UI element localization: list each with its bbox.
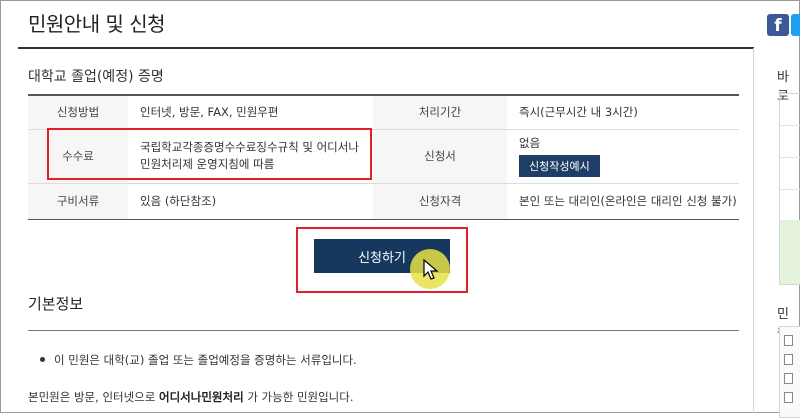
form-sample-button[interactable]: 신청작성예시 bbox=[519, 155, 600, 177]
sidebar-link[interactable] bbox=[780, 94, 800, 126]
basic-info-bullet: 이 민원은 대학(교) 졸업 또는 졸업예정을 증명하는 서류입니다. bbox=[40, 352, 357, 368]
document-icon[interactable] bbox=[784, 373, 793, 384]
sidebar-civil-box bbox=[779, 326, 800, 418]
section-title: 대학교 졸업(예정) 증명 bbox=[28, 69, 164, 85]
sidebar-title-shortcut: 바로 bbox=[777, 70, 789, 104]
application-method-value: 인터넷, 방문, FAX, 민원우편 bbox=[128, 95, 373, 130]
apply-button[interactable]: 신청하기 bbox=[314, 239, 450, 273]
fee-label: 수수료 bbox=[28, 129, 128, 184]
application-method-label: 신청방법 bbox=[28, 95, 128, 130]
basic-info-description: 본민원은 방문, 인터넷으로 어디서나민원처리 가 가능한 민원입니다. bbox=[28, 389, 354, 405]
desc-prefix: 본민원은 방문, 인터넷으로 bbox=[28, 390, 156, 404]
application-form-label: 신청서 bbox=[373, 129, 507, 184]
sidebar-green-panel[interactable] bbox=[780, 220, 800, 284]
twitter-icon[interactable] bbox=[791, 14, 800, 36]
facebook-icon[interactable]: f bbox=[767, 14, 789, 36]
sidebar-link[interactable] bbox=[780, 190, 800, 222]
page-title: 민원안내 및 신청 bbox=[28, 12, 166, 36]
basic-info-divider bbox=[28, 330, 739, 331]
desc-bold: 어디서나민원처리 bbox=[159, 390, 244, 404]
info-table: 신청방법 인터넷, 방문, FAX, 민원우편 처리기간 즉시(근무시간 내 3… bbox=[28, 94, 739, 220]
table-row: 수수료 국립학교각종증명수수료징수규칙 및 어디서나 민원처리제 운영지침에 따… bbox=[28, 129, 739, 184]
desc-suffix: 가 가능한 민원입니다. bbox=[247, 390, 354, 404]
table-row: 신청방법 인터넷, 방문, FAX, 민원우편 처리기간 즉시(근무시간 내 3… bbox=[28, 95, 739, 130]
processing-time-label: 처리기간 bbox=[373, 95, 507, 130]
application-form-value: 없음 bbox=[519, 136, 541, 150]
sidebar-link[interactable] bbox=[780, 158, 800, 190]
basic-info-title: 기본정보 bbox=[28, 295, 84, 313]
table-row: 구비서류 있음 (하단참조) 신청자격 본인 또는 대리인(온라인은 대리인 신… bbox=[28, 183, 739, 219]
bullet-text: 이 민원은 대학(교) 졸업 또는 졸업예정을 증명하는 서류입니다. bbox=[54, 353, 357, 367]
document-icon[interactable] bbox=[784, 354, 793, 365]
sidebar-link[interactable] bbox=[780, 126, 800, 158]
application-form-cell: 없음 신청작성예시 bbox=[507, 129, 739, 184]
eligibility-label: 신청자격 bbox=[373, 183, 507, 219]
eligibility-value: 본인 또는 대리인(온라인은 대리인 신청 불가) bbox=[519, 193, 737, 208]
document-icon[interactable] bbox=[784, 392, 793, 403]
bullet-icon bbox=[40, 357, 45, 362]
title-divider bbox=[18, 47, 754, 49]
processing-time-value: 즉시(근무시간 내 3시간) bbox=[507, 95, 739, 130]
required-documents-value: 있음 (하단참조) bbox=[140, 193, 217, 208]
fee-value: 국립학교각종증명수수료징수규칙 및 어디서나 민원처리제 운영지침에 따름 bbox=[128, 129, 373, 184]
content-sidebar-divider bbox=[753, 48, 754, 413]
document-icon[interactable] bbox=[784, 335, 793, 346]
required-documents-label: 구비서류 bbox=[28, 183, 128, 219]
sidebar-shortcut-box bbox=[779, 93, 800, 285]
